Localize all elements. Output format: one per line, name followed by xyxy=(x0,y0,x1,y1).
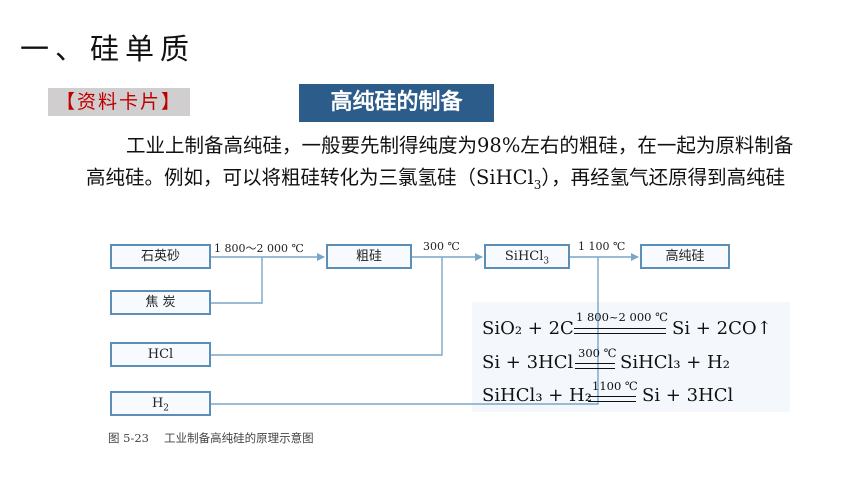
equation-3-equals xyxy=(588,396,636,402)
box-crude-silicon: 粗硅 xyxy=(326,244,412,269)
formula-subscript: 3 xyxy=(533,177,542,192)
equation-2-equals xyxy=(575,363,615,369)
trichlorosilane-subscript: 3 xyxy=(543,256,550,267)
hcl-connector xyxy=(211,257,443,356)
box-hydrogen: H2 xyxy=(110,391,211,416)
process-diagram: 石英砂 焦 炭 HCl H2 粗硅 SiHCl3 高纯硅 1 800～2 000… xyxy=(100,234,790,456)
box-pure-silicon: 高纯硅 xyxy=(640,244,730,269)
equation-2-condition: 300 ℃ xyxy=(578,346,617,360)
equation-3-products: Si + 3HCl xyxy=(642,385,734,406)
equation-1-equals xyxy=(574,328,666,334)
box-trichlorosilane: SiHCl3 xyxy=(484,244,570,269)
box-coke: 焦 炭 xyxy=(110,290,211,315)
equation-1-products: Si + 2CO↑ xyxy=(672,318,772,339)
section-heading: 一、硅单质 xyxy=(20,32,196,66)
formula-text: SiHCl xyxy=(476,166,534,189)
equation-3-reactants: SiHCl₃ + H₂ xyxy=(482,385,592,406)
equation-2-products: SiHCl₃ + H₂ xyxy=(620,352,730,373)
h2-connector xyxy=(211,257,599,405)
arrow-label-1: 1 800～2 000 ℃ xyxy=(214,242,304,255)
paragraph-text-1: 工业上制备高纯硅，一般要先制得纯度为 xyxy=(126,134,478,157)
equation-1-condition: 1 800~2 000 ℃ xyxy=(576,310,668,324)
purity-value: 98% xyxy=(477,134,521,157)
figure-caption: 图 5-23 工业制备高纯硅的原理示意图 xyxy=(108,431,314,445)
trichlorosilane-formula: SiHCl xyxy=(504,249,544,264)
paragraph-text-2: 左右的粗硅，在一起为原料制备高纯硅。例如，可以将粗硅转化为三氯氢硅（ xyxy=(86,134,794,189)
intro-paragraph: 工业上制备高纯硅，一般要先制得纯度为98%左右的粗硅，在一起为原料制备高纯硅。例… xyxy=(86,130,796,201)
equation-2-reactants: Si + 3HCl xyxy=(482,352,574,373)
hydrogen-symbol: H xyxy=(151,396,164,411)
hydrogen-subscript: 2 xyxy=(163,403,170,414)
box-quartz-sand: 石英砂 xyxy=(110,244,211,269)
equation-1-reactants: SiO₂ + 2C xyxy=(482,318,574,339)
arrow-label-3: 1 100 ℃ xyxy=(578,240,626,253)
diagram-connectors xyxy=(211,253,639,405)
equations-panel xyxy=(472,302,790,412)
box-hcl: HCl xyxy=(110,342,211,367)
equation-3-condition: 1100 ℃ xyxy=(592,379,638,393)
info-card-tag: 【资料卡片】 xyxy=(48,88,190,116)
arrow-label-2: 300 ℃ xyxy=(423,240,460,253)
paragraph-text-3: ），再经氢气还原得到高纯硅 xyxy=(541,166,786,189)
coke-connector xyxy=(211,257,263,304)
topic-banner: 高纯硅的制备 xyxy=(299,84,494,122)
